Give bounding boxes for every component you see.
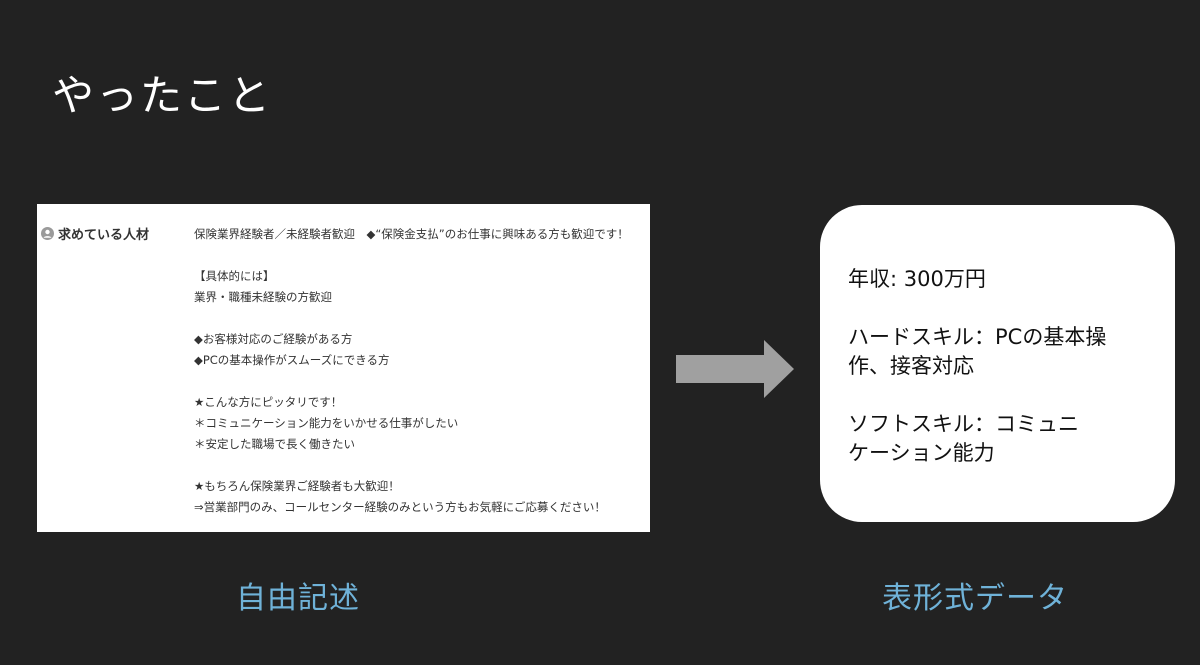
job-line: ＊安定した職場で長く働きたい [194, 437, 355, 451]
job-line: ★こんな方にピッタリです！ [194, 395, 343, 409]
hard-skill-line: ハードスキル：PCの基本操 [848, 325, 1107, 349]
job-line-blank [194, 455, 646, 476]
job-line: 【具体的には】 [194, 269, 275, 283]
job-line: 業界・職種未経験の方歓迎 [194, 290, 332, 304]
free-text-caption: 自由記述 [236, 581, 360, 616]
slide-title: やったこと [52, 71, 273, 120]
soft-skill-line: ケーション能力 [848, 441, 995, 465]
job-line-blank [194, 245, 646, 266]
job-line: ★もちろん保険業界ご経験者も大歓迎！ [194, 479, 400, 493]
soft-skill-line: ソフトスキル：コミュニ [848, 412, 1079, 436]
job-line: 保険業界経験者／未経験者歓迎 ◆“保険金支払”のお仕事に興味ある方も歓迎です！ [194, 227, 629, 241]
job-line: ⇒営業部門のみ、コールセンター経験のみという方もお気軽にご応募ください！ [194, 500, 606, 514]
right-arrow-icon [676, 340, 794, 398]
job-label: 求めている人材 [41, 224, 149, 243]
hard-skill-line: 作、接客対応 [848, 354, 974, 378]
person-icon [41, 227, 54, 240]
structured-data-lines: 年収: 300万円 ハードスキル：PCの基本操 作、接客対応 ソフトスキル：コミ… [848, 265, 1158, 468]
job-line: ◆お客様対応のご経験がある方 [194, 332, 353, 346]
tabular-data-caption: 表形式データ [882, 581, 1068, 616]
job-line: ＊コミュニケーション能力をいかせる仕事がしたい [194, 416, 459, 430]
job-line-blank [194, 308, 646, 329]
job-line: ◆PCの基本操作がスムーズにできる方 [194, 353, 390, 367]
job-posting-screenshot: 求めている人材 保険業界経験者／未経験者歓迎 ◆“保険金支払”のお仕事に興味ある… [37, 204, 650, 532]
structured-data-card: 年収: 300万円 ハードスキル：PCの基本操 作、接客対応 ソフトスキル：コミ… [820, 205, 1175, 522]
job-line-blank [194, 371, 646, 392]
job-label-text: 求めている人材 [58, 228, 150, 243]
job-description: 保険業界経験者／未経験者歓迎 ◆“保険金支払”のお仕事に興味ある方も歓迎です！ … [194, 224, 646, 518]
salary-line: 年収: 300万円 [848, 267, 986, 291]
